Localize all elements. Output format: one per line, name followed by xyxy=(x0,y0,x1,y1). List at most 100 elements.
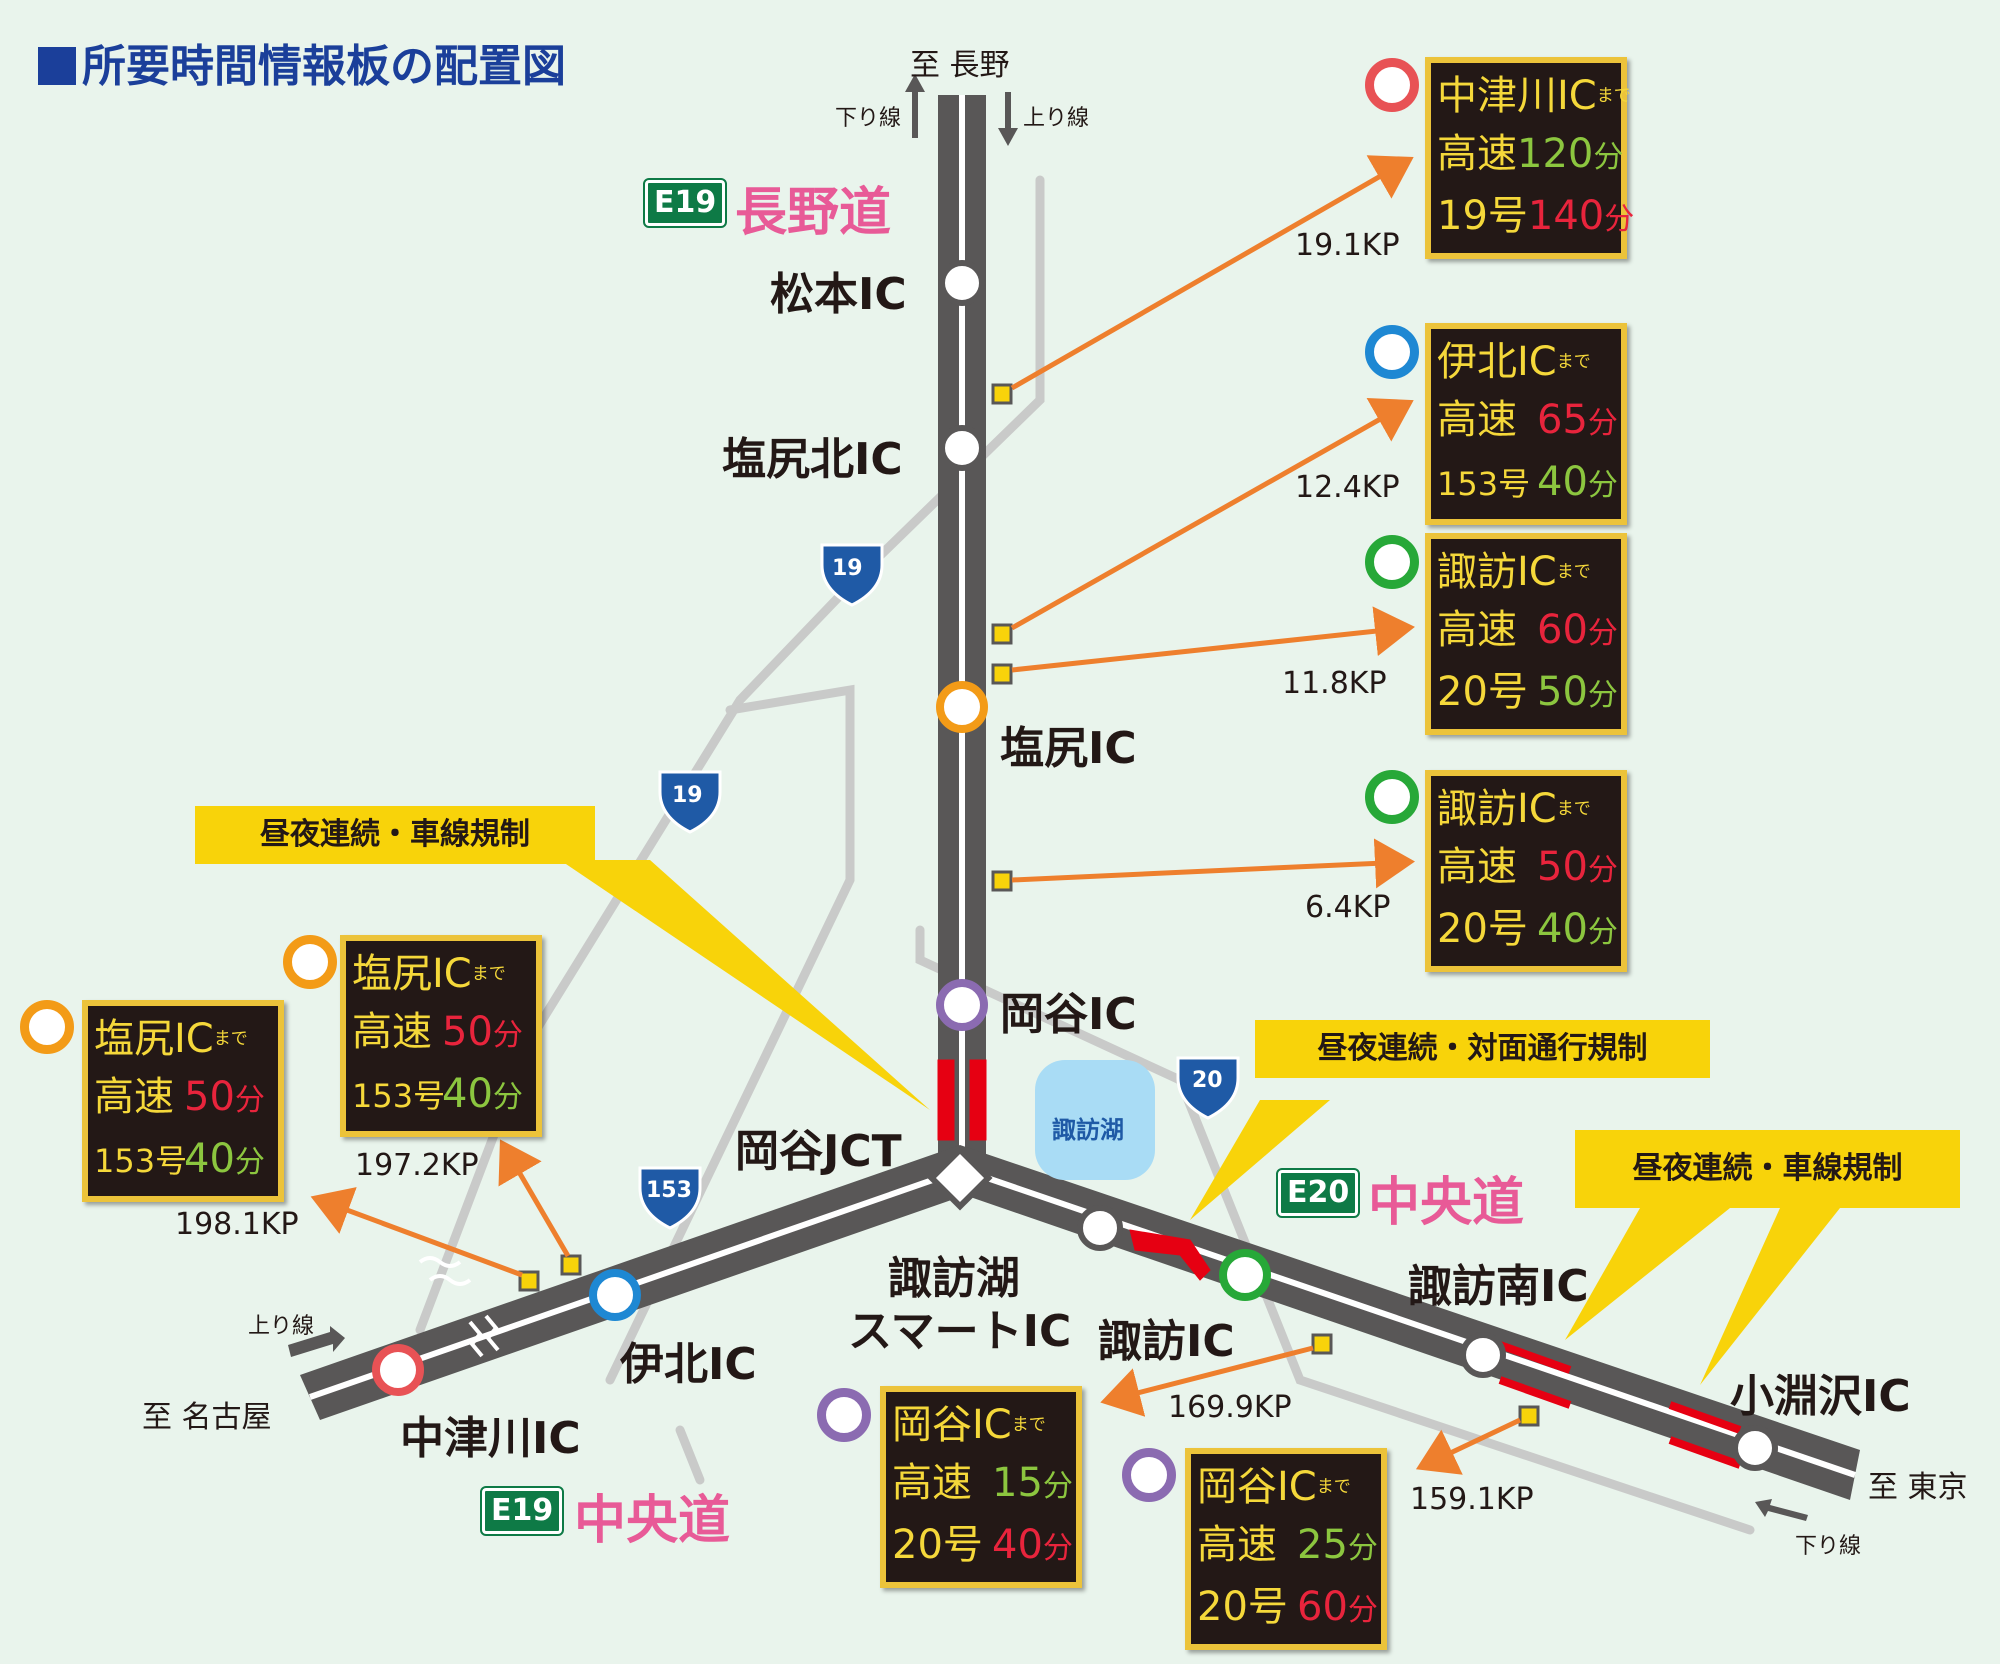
sign-dest: 諏訪IC xyxy=(1437,549,1557,595)
title-marker xyxy=(38,47,76,85)
sign-dest: 岡谷IC xyxy=(892,1402,1012,1448)
sign-row2-unit: 分 xyxy=(1042,1531,1073,1566)
direction-arrows-top xyxy=(905,74,1018,146)
suwa-lake xyxy=(1035,1060,1155,1180)
signboard-locations xyxy=(518,383,1540,1427)
route19-a-number: 19 xyxy=(832,556,863,581)
ring-orange-2 xyxy=(20,1000,74,1054)
sign-row1-label: 高速 xyxy=(1437,131,1517,177)
route20-number: 20 xyxy=(1192,1068,1223,1093)
colored-ic-rings xyxy=(372,681,1271,1396)
kudari-arrow-bottom xyxy=(1755,1499,1808,1521)
sign-row2-label: 19号 xyxy=(1437,193,1528,239)
ring-green-2 xyxy=(1365,770,1419,824)
sign-row2-unit: 分 xyxy=(234,1145,265,1180)
ic-shiojiri: 塩尻IC xyxy=(1000,723,1137,774)
route-shields xyxy=(638,543,1240,1230)
ic-okaya-jct: 岡谷JCT xyxy=(735,1126,902,1177)
page-title: 所要時間情報板の配置図 xyxy=(38,30,566,94)
sign-row1-label: 高速 xyxy=(352,1009,432,1055)
sign-row2-unit: 分 xyxy=(1587,915,1618,950)
naganodo-name: 長野道 xyxy=(735,183,892,243)
route153-number: 153 xyxy=(646,1178,692,1203)
sign-row1-value: 120 xyxy=(1517,131,1594,177)
sign-row2-label: 153号 xyxy=(1437,465,1531,503)
route19-b-number: 19 xyxy=(672,783,703,808)
sign-row2-unit: 分 xyxy=(1347,1593,1378,1628)
chuodo-e19-name: 中央道 xyxy=(574,1491,731,1551)
callout-two-way-restriction: 昼夜連続・対面通行規制 xyxy=(1255,1020,1710,1078)
sign-made: まで xyxy=(471,964,506,984)
sign-row1-value: 15 xyxy=(992,1460,1043,1506)
sign-dest: 塩尻IC xyxy=(352,951,472,997)
sign-made: まで xyxy=(1596,86,1631,106)
sign-made: まで xyxy=(1556,562,1591,582)
sign-row1-label: 高速 xyxy=(94,1074,174,1120)
ic-matsumoto: 松本IC xyxy=(770,269,907,320)
kp-159-1: 159.1KP xyxy=(1410,1482,1534,1517)
sign-row1-label: 高速 xyxy=(1437,397,1517,443)
ic-suwa: 諏訪IC xyxy=(1098,1316,1235,1367)
sign-row2-label: 20号 xyxy=(1437,669,1528,715)
kp-19-1: 19.1KP xyxy=(1295,228,1400,263)
ring-purple-2 xyxy=(1122,1448,1176,1502)
chuodo-e20-badge: E20 xyxy=(1275,1168,1361,1218)
sign-row1-label: 高速 xyxy=(1197,1522,1277,1568)
sign-row2-label: 20号 xyxy=(1197,1584,1288,1630)
sign-row2-value: 140 xyxy=(1527,193,1605,239)
sign-row2-value: 40 xyxy=(184,1136,235,1182)
sign-row2-unit: 分 xyxy=(492,1080,523,1115)
ring-red xyxy=(1365,58,1419,112)
kp-6-4: 6.4KP xyxy=(1305,890,1391,925)
sign-made: まで xyxy=(1556,352,1591,372)
sign-row2-value: 40 xyxy=(992,1522,1043,1568)
signboard-arrows xyxy=(310,155,1522,1475)
ic-suwaminami: 諏訪南IC xyxy=(1408,1261,1589,1312)
sign-row2-value: 40 xyxy=(1537,906,1588,952)
direction-nobori-top: 上り線 xyxy=(1023,106,1090,131)
direction-nobori-left: 上り線 xyxy=(248,1314,315,1339)
restriction-marks xyxy=(937,1059,1742,1469)
direction-nagoya: 至 名古屋 xyxy=(142,1400,272,1435)
direction-kudari-top: 下り線 xyxy=(835,106,902,131)
nobori-arrow-left xyxy=(288,1326,345,1357)
sign-row1-unit: 分 xyxy=(1593,140,1624,175)
sign-dest: 伊北IC xyxy=(1437,339,1557,385)
sign-row2-value: 60 xyxy=(1297,1584,1348,1630)
sign-row1-unit: 分 xyxy=(492,1018,523,1053)
ic-suwako-smart-line1: 諏訪湖 xyxy=(888,1253,1020,1304)
sign-dest: 岡谷IC xyxy=(1197,1464,1317,1510)
sign-row1-label: 高速 xyxy=(892,1460,972,1506)
sign-row1-unit: 分 xyxy=(1587,406,1618,441)
naganodo-badge: E19 xyxy=(642,178,728,228)
sign-row1-unit: 分 xyxy=(1587,616,1618,651)
sign-row1-label: 高速 xyxy=(1437,607,1517,653)
ring-green-1 xyxy=(1365,535,1419,589)
sign-row1-value: 60 xyxy=(1537,607,1588,653)
kp-198-1: 198.1KP xyxy=(175,1207,299,1242)
sign-dest: 塩尻IC xyxy=(94,1016,214,1062)
sign-row2-label: 153号 xyxy=(352,1077,446,1115)
sign-row2-label: 20号 xyxy=(892,1522,983,1568)
sign-row2-label: 20号 xyxy=(1437,906,1528,952)
sign-row1-label: 高速 xyxy=(1437,844,1517,890)
lake-name: 諏訪湖 xyxy=(1052,1116,1124,1144)
ic-ina-kita: 伊北IC xyxy=(620,1339,757,1390)
kp-197-2: 197.2KP xyxy=(355,1148,479,1183)
sign-dest: 中津川IC xyxy=(1437,73,1597,119)
ring-blue xyxy=(1365,325,1419,379)
chuodo-e20-name: 中央道 xyxy=(1368,1173,1525,1233)
callout-lane-restriction-1: 昼夜連続・車線規制 xyxy=(195,806,595,864)
sign-made: まで xyxy=(213,1029,248,1049)
direction-kudari-bottom: 下り線 xyxy=(1795,1534,1862,1559)
sign-row2-value: 40 xyxy=(442,1071,493,1117)
title-text: 所要時間情報板の配置図 xyxy=(82,41,566,92)
ring-orange-1 xyxy=(283,935,337,989)
sign-row1-unit: 分 xyxy=(1587,853,1618,888)
sign-made: まで xyxy=(1556,799,1591,819)
